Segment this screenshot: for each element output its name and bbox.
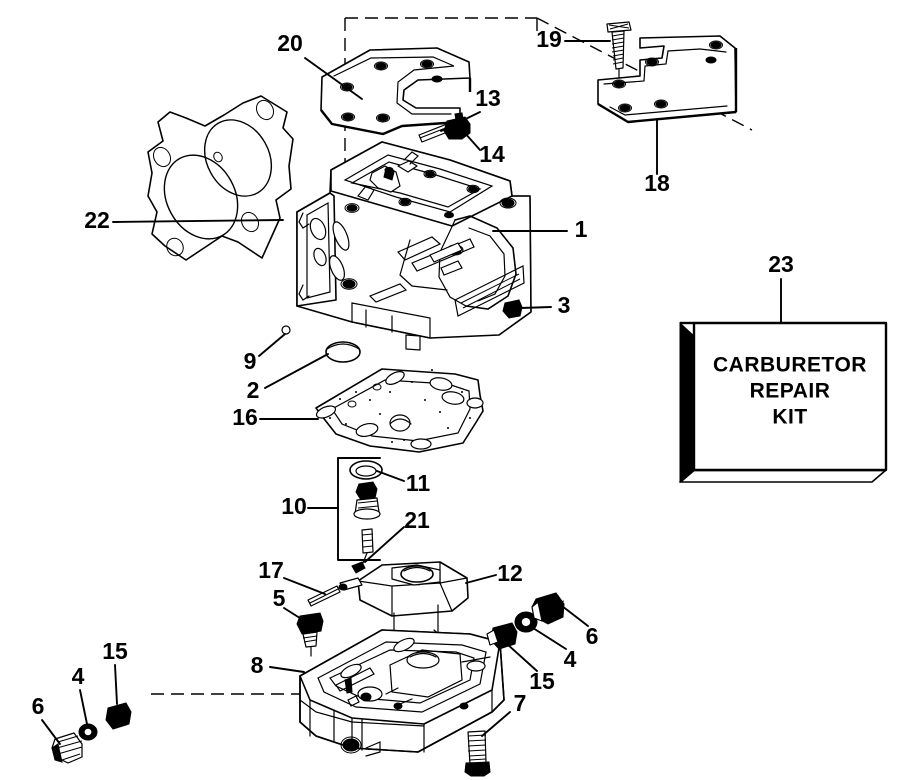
- part-washer-left: [78, 723, 98, 741]
- callout-8: 8: [251, 652, 264, 678]
- callout-11: 11: [406, 470, 431, 496]
- callout-12: 12: [497, 560, 523, 586]
- callout-15a: 15: [102, 638, 128, 664]
- part-plug-small: [502, 299, 523, 319]
- callout-6b: 6: [586, 623, 599, 649]
- part-welch-plug: [325, 341, 361, 363]
- leader-4a: [79, 689, 88, 725]
- callout-23: 23: [768, 251, 794, 277]
- leader-9: [258, 333, 286, 357]
- part-float-hinge-pin: [307, 585, 341, 607]
- callout-19: 19: [536, 26, 562, 52]
- part-mounting-plate: [597, 35, 738, 124]
- callout-18: 18: [644, 170, 670, 196]
- callout-3: 3: [558, 292, 571, 318]
- leader-3: [520, 306, 552, 309]
- part-washer-right: [514, 611, 538, 633]
- leader-13: [440, 111, 481, 132]
- callout-21: 21: [404, 507, 430, 533]
- part-screw-short-left: [105, 702, 132, 730]
- leader-7: [481, 711, 511, 737]
- part-inlet-needle: [351, 528, 374, 574]
- part-float: [338, 561, 469, 645]
- leader-22: [112, 219, 284, 223]
- callout-4a: 4: [72, 663, 85, 689]
- callout-5: 5: [273, 585, 286, 611]
- callout-9: 9: [244, 348, 257, 374]
- callout-2: 2: [247, 377, 260, 403]
- leader-21: [364, 526, 405, 563]
- callout-7: 7: [514, 690, 527, 716]
- part-ball-plug: [281, 325, 291, 335]
- leader-14: [463, 131, 481, 151]
- part-drain-screw: [296, 612, 324, 657]
- part-screw-left: [51, 732, 83, 764]
- part-fitting: [443, 112, 471, 140]
- callout-14: 14: [479, 141, 505, 167]
- callout-1: 1: [575, 216, 588, 242]
- part-mounting-gasket: [147, 95, 294, 261]
- leader-20: [304, 57, 363, 100]
- leader-8: [269, 666, 305, 673]
- part-seat-gasket: [349, 460, 383, 480]
- leader-12: [465, 574, 497, 584]
- callout-13: 13: [475, 85, 501, 111]
- leader-4b: [532, 627, 567, 650]
- part-cover-plate: [320, 47, 472, 136]
- callout-22: 22: [84, 207, 110, 233]
- leader-6b: [561, 605, 589, 627]
- kit-line-2: REPAIR: [750, 380, 831, 403]
- leader-5: [283, 607, 304, 621]
- leader-2: [264, 353, 329, 389]
- part-screw-short-right: [486, 622, 518, 650]
- callout-15b: 15: [529, 668, 555, 694]
- leader-15b: [506, 643, 538, 672]
- callout-6a: 6: [32, 693, 45, 719]
- kit-line-1: CARBURETOR: [713, 354, 867, 377]
- part-plate-screw: [606, 21, 632, 85]
- callout-17: 17: [258, 557, 284, 583]
- callout-16: 16: [232, 404, 258, 430]
- leader-15a: [114, 664, 118, 705]
- kit-line-3: KIT: [772, 406, 807, 429]
- leader-6a: [41, 719, 61, 745]
- callout-4b: 4: [564, 646, 577, 672]
- part-carburetor-body: [296, 141, 532, 351]
- part-screw-right: [531, 592, 565, 625]
- part-float-bowl: [299, 629, 505, 757]
- callout-labels: 1 2 3 4 4 5 6 6 7 8 9 10 11 12 13 14 15 …: [32, 26, 794, 719]
- leader-17: [283, 577, 326, 595]
- leader-lines: [41, 40, 782, 745]
- part-inlet-seat: [353, 481, 381, 520]
- callout-20: 20: [277, 30, 303, 56]
- part-float-bowl-gasket: [315, 368, 484, 453]
- part-bolt: [464, 730, 491, 777]
- callout-10: 10: [281, 493, 307, 519]
- leader-11: [376, 470, 405, 482]
- part-inlet-needle-and-seat-assembly: [337, 457, 381, 561]
- part-carburetor-repair-kit: CARBURETOR REPAIR KIT: [679, 321, 888, 484]
